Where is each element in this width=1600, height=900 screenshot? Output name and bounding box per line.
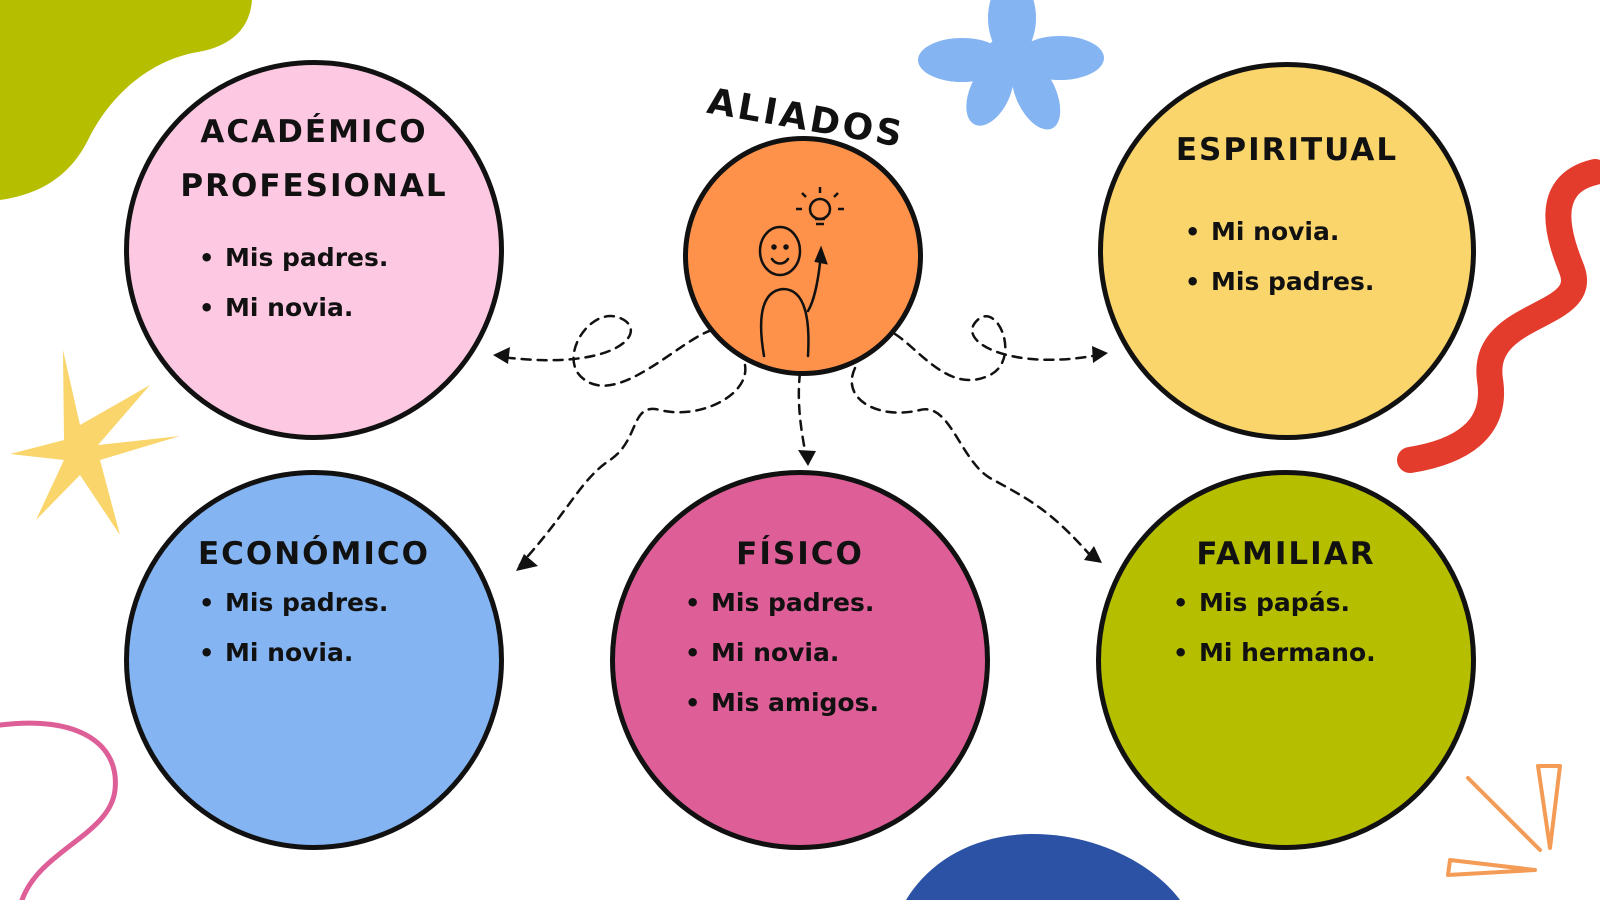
- card-title-line: ECONÓMICO: [197, 536, 431, 572]
- list-item: Mis papás.: [1173, 578, 1376, 628]
- list-item: Mi novia.: [685, 628, 879, 678]
- arrowhead-familiar: [1084, 546, 1102, 563]
- card-items: Mis padres. Mi novia. Mis amigos.: [685, 578, 879, 728]
- connector-espiritual: [893, 315, 1100, 382]
- red-squiggle-shape: [1397, 159, 1600, 473]
- connector-economico: [518, 363, 747, 567]
- card-title: FÍSICO: [615, 527, 985, 581]
- card-fisico: FÍSICO Mis padres. Mi novia. Mis amigos.: [610, 470, 990, 850]
- green-blob-shape: [0, 0, 252, 200]
- list-item: Mi novia.: [199, 283, 388, 333]
- card-title-line: ACADÉMICO: [200, 114, 428, 150]
- card-espiritual: ESPIRITUAL Mi novia. Mis padres.: [1098, 62, 1476, 440]
- arrowhead-espiritual: [1092, 346, 1108, 363]
- card-economico: ECONÓMICO Mis padres. Mi novia.: [124, 470, 504, 850]
- list-item: Mi hermano.: [1173, 628, 1376, 678]
- card-items: Mis papás. Mi hermano.: [1173, 578, 1376, 678]
- card-title-line: ESPIRITUAL: [1175, 132, 1399, 168]
- arrowhead-fisico: [798, 450, 816, 466]
- pink-curve-shape: [0, 720, 118, 900]
- card-title: ESPIRITUAL: [1103, 123, 1471, 177]
- arrowhead-economico: [516, 554, 538, 571]
- connector-familiar: [850, 366, 1092, 557]
- card-items: Mis padres. Mi novia.: [199, 578, 388, 678]
- thinking-person-icon: [758, 225, 828, 358]
- card-title-line: PROFESIONAL: [180, 168, 448, 205]
- list-item: Mi novia.: [1185, 207, 1374, 257]
- flower-shape: [918, 0, 1104, 130]
- connector-academico: [500, 314, 714, 387]
- arrowheads: [493, 346, 1108, 571]
- list-item: Mis amigos.: [685, 678, 879, 728]
- arrowhead-academico: [493, 347, 510, 364]
- card-title-line: FÍSICO: [736, 536, 864, 572]
- star-shape: [10, 350, 180, 535]
- list-item: Mis padres.: [199, 233, 388, 283]
- list-item: Mis padres.: [1185, 257, 1374, 307]
- card-items: Mi novia. Mis padres.: [1185, 207, 1374, 307]
- center-circle: [683, 136, 923, 376]
- card-title: FAMILIAR: [1101, 527, 1471, 581]
- navy-blob-shape: [906, 833, 1180, 900]
- lightbulb-icon: [796, 187, 844, 226]
- orange-burst-shape: [1446, 764, 1562, 877]
- connectors: [500, 314, 1100, 567]
- connector-fisico: [797, 371, 808, 458]
- card-title-line: FAMILIAR: [1196, 536, 1376, 572]
- list-item: Mi novia.: [199, 628, 388, 678]
- card-familiar: FAMILIAR Mis papás. Mi hermano.: [1096, 470, 1476, 850]
- center-illustration: [758, 187, 844, 358]
- list-item: Mis padres.: [685, 578, 879, 628]
- card-items: Mis padres. Mi novia.: [199, 233, 388, 333]
- card-academico: ACADÉMICO PROFESIONAL Mis padres. Mi nov…: [124, 60, 504, 440]
- list-item: Mis padres.: [199, 578, 388, 628]
- card-title: ACADÉMICO PROFESIONAL: [129, 105, 499, 214]
- card-title: ECONÓMICO: [129, 527, 499, 581]
